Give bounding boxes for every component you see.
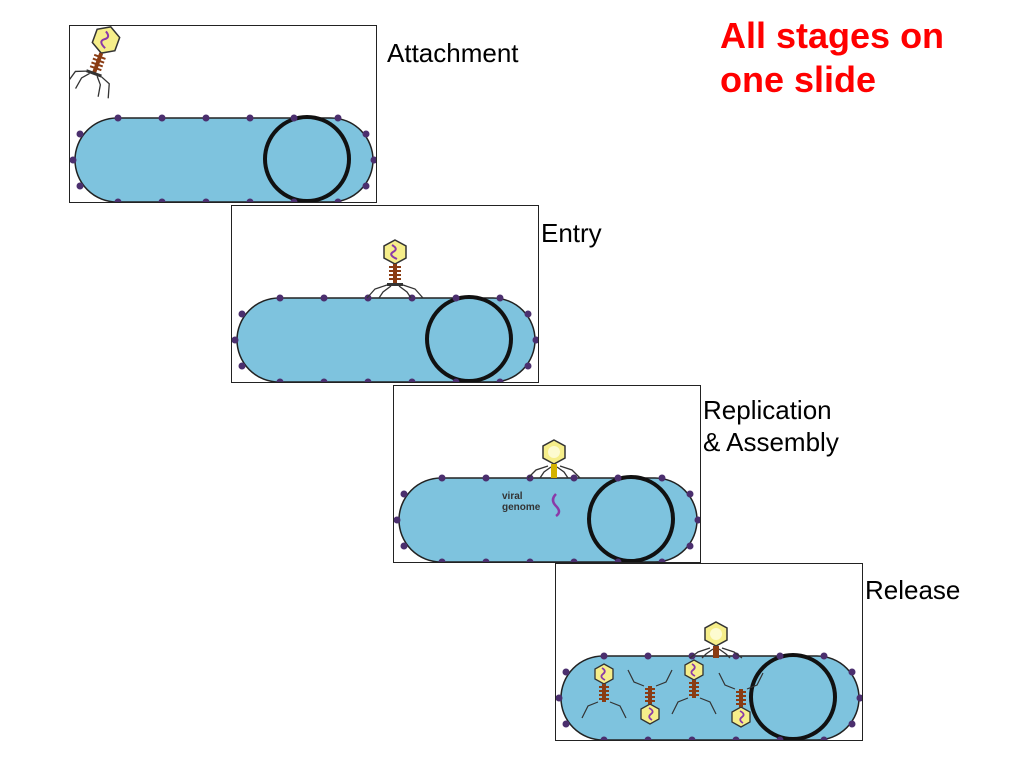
nucleoid-ring	[587, 475, 675, 562]
release-panel	[555, 563, 863, 741]
release-illustration	[556, 621, 862, 740]
empty-phage-capsid	[527, 439, 581, 479]
stage-label-replication: Replication & Assembly	[703, 395, 839, 457]
entry-panel	[231, 205, 539, 383]
bacterial-cell	[232, 294, 538, 382]
new-phage	[718, 672, 764, 728]
replication-panel: viral genome	[393, 385, 701, 563]
attachment-panel	[69, 25, 377, 203]
new-phage	[671, 659, 717, 715]
new-phage	[581, 663, 627, 719]
bacterial-cell	[394, 474, 700, 562]
empty-phage-capsid	[689, 621, 743, 659]
nucleoid-ring	[749, 653, 837, 740]
slide-note: All stages on one slide	[720, 14, 1010, 102]
stage-label-attachment: Attachment	[387, 38, 519, 68]
cell-surface-receptors	[232, 294, 538, 382]
replication-illustration: viral genome	[394, 439, 700, 562]
viral-genome-strand	[551, 493, 561, 518]
bacterial-cell	[70, 114, 376, 202]
new-phage	[627, 669, 673, 725]
stage-label-release: Release	[865, 575, 961, 605]
slide-note-line-1: All stages on	[720, 15, 945, 56]
slide-note-line-2: one slide	[720, 59, 877, 100]
stage-label-entry: Entry	[541, 218, 602, 248]
bacteriophage	[70, 26, 121, 99]
bacteriophage	[366, 239, 424, 299]
cell-surface-receptors	[394, 474, 700, 562]
viral-genome-label-line-1: viral	[502, 491, 523, 502]
viral-genome-label-line-2: genome	[502, 502, 541, 513]
attachment-illustration	[70, 26, 376, 202]
entry-illustration	[232, 239, 538, 382]
nucleoid-ring	[425, 295, 513, 382]
nucleoid-ring	[263, 115, 351, 202]
cell-surface-receptors	[70, 114, 376, 202]
